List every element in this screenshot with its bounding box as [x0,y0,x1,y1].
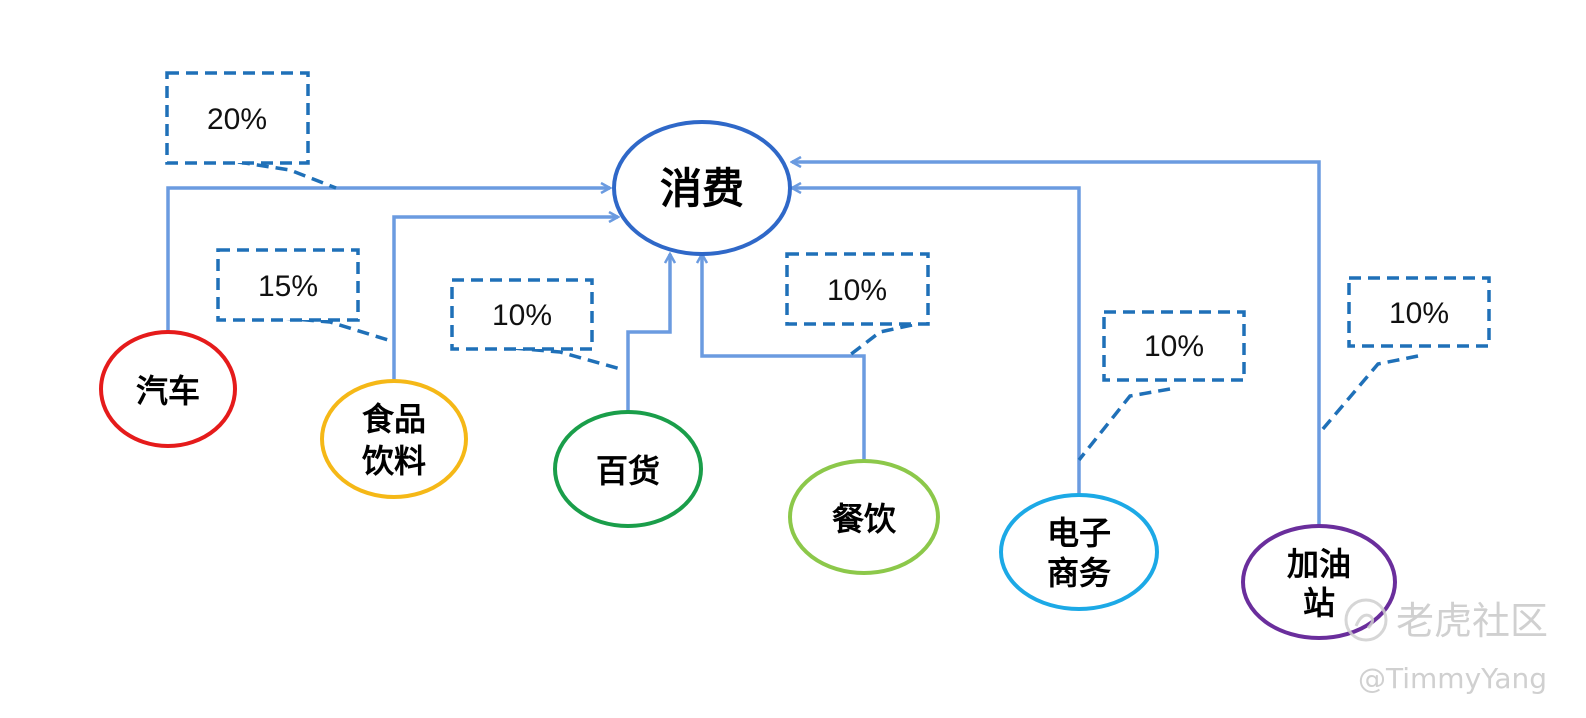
callout-boxes [165,71,1491,382]
node-label-gas-line1: 加油 [1287,545,1351,583]
leader-retail [512,346,625,372]
node-label-food-line2: 饮料 [362,442,426,480]
node-retail: 百货 [553,410,703,528]
node-ellipse-retail [553,410,703,528]
node-label-gas-line2: 站 [1303,584,1335,622]
share-label-food: 15% [258,270,318,303]
center-node: 消费 [612,120,792,256]
node-label-food-line1: 食品 [362,400,426,438]
node-ellipse-catering [788,459,940,575]
share-label-ecommerce: 10% [1144,330,1204,363]
share-label-catering: 10% [827,274,887,307]
share-label-retail: 10% [492,299,552,332]
leader-catering [844,323,913,360]
connectors [166,162,1321,525]
callout-box-ecommerce [1102,310,1246,382]
connector-catering [702,254,866,460]
callout-labels: 20% 15% 10% 10% 10% 10% [207,103,1449,363]
center-label: 消费 [660,164,744,213]
node-label-ecommerce-line2: 商务 [1047,554,1111,592]
connector-car [166,188,610,332]
watermark-brand: 老虎社区 [1396,599,1548,643]
watermark-logo-icon [1344,598,1388,642]
node-car: 汽车 [99,330,237,448]
callout-box-car [165,71,310,165]
node-label-catering: 餐饮 [832,500,897,538]
node-ellipse-ecommerce [999,493,1159,611]
leader-car [237,160,337,190]
share-label-car: 20% [207,103,267,136]
share-label-gas: 10% [1389,297,1449,330]
connector-food [392,217,618,382]
leader-gas [1320,354,1419,432]
center-ellipse [612,120,792,256]
connector-gas [792,162,1321,525]
node-label-ecommerce-line1: 电子 [1047,514,1111,552]
watermark-logo-mark [1354,613,1375,630]
callout-box-catering [785,252,930,326]
leader-food [282,316,389,342]
connector-retail [626,254,670,412]
node-ellipse-car [99,330,237,448]
node-ellipse-food [320,379,468,499]
callout-box-retail [450,278,594,351]
node-ecommerce: 电子 商务 [999,493,1159,611]
connector-ecommerce [792,188,1081,495]
node-label-retail: 百货 [596,452,660,490]
node-label-car: 汽车 [136,372,200,410]
node-gas: 加油 站 [1241,524,1397,640]
callout-leaders [237,160,1419,462]
node-food: 食品 饮料 [320,379,468,499]
node-catering: 餐饮 [788,459,940,575]
callout-box-gas [1347,276,1491,348]
leader-ecommerce [1077,387,1171,462]
watermark-user: @TimmyYang [1358,662,1547,695]
callout-box-food [216,248,360,322]
watermark: 老虎社区 @TimmyYang [1344,598,1548,695]
node-ellipse-gas [1241,524,1397,640]
